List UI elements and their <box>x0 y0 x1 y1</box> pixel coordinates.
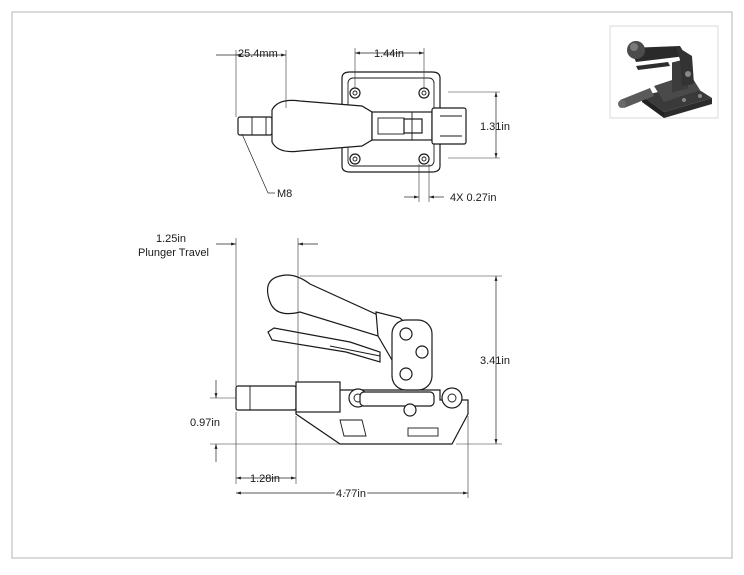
handle-top <box>271 99 373 153</box>
dim-overall-length: 4.77in <box>336 488 366 500</box>
plunger-top <box>237 116 273 136</box>
side-view: 1.25in Plunger Travel 3.41in 0.97in 1.28… <box>138 233 510 502</box>
isometric-clamp-icon <box>609 25 719 119</box>
dim-plunger-height: 0.97in <box>190 417 220 429</box>
dim-plunger-travel-label: Plunger Travel <box>138 247 209 259</box>
sheet-border <box>11 11 733 559</box>
dim-side-height: 3.41in <box>480 355 510 367</box>
dim-holes: 4X 0.27in <box>450 192 496 204</box>
handle-grip <box>267 274 381 337</box>
dim-plunger-offset: 1.28in <box>250 473 280 485</box>
top-view: 25.4mm 1.44in 1.31in M8 4X 0.27in <box>216 48 510 204</box>
dim-top-height: 1.31in <box>480 121 510 133</box>
dim-plunger-travel-value: 1.25in <box>156 233 186 245</box>
dim-top-width: 25.4mm <box>238 48 278 60</box>
dim-hole-spacing: 1.44in <box>374 48 404 60</box>
label-thread: M8 <box>277 188 292 200</box>
plunger-side <box>235 385 297 411</box>
